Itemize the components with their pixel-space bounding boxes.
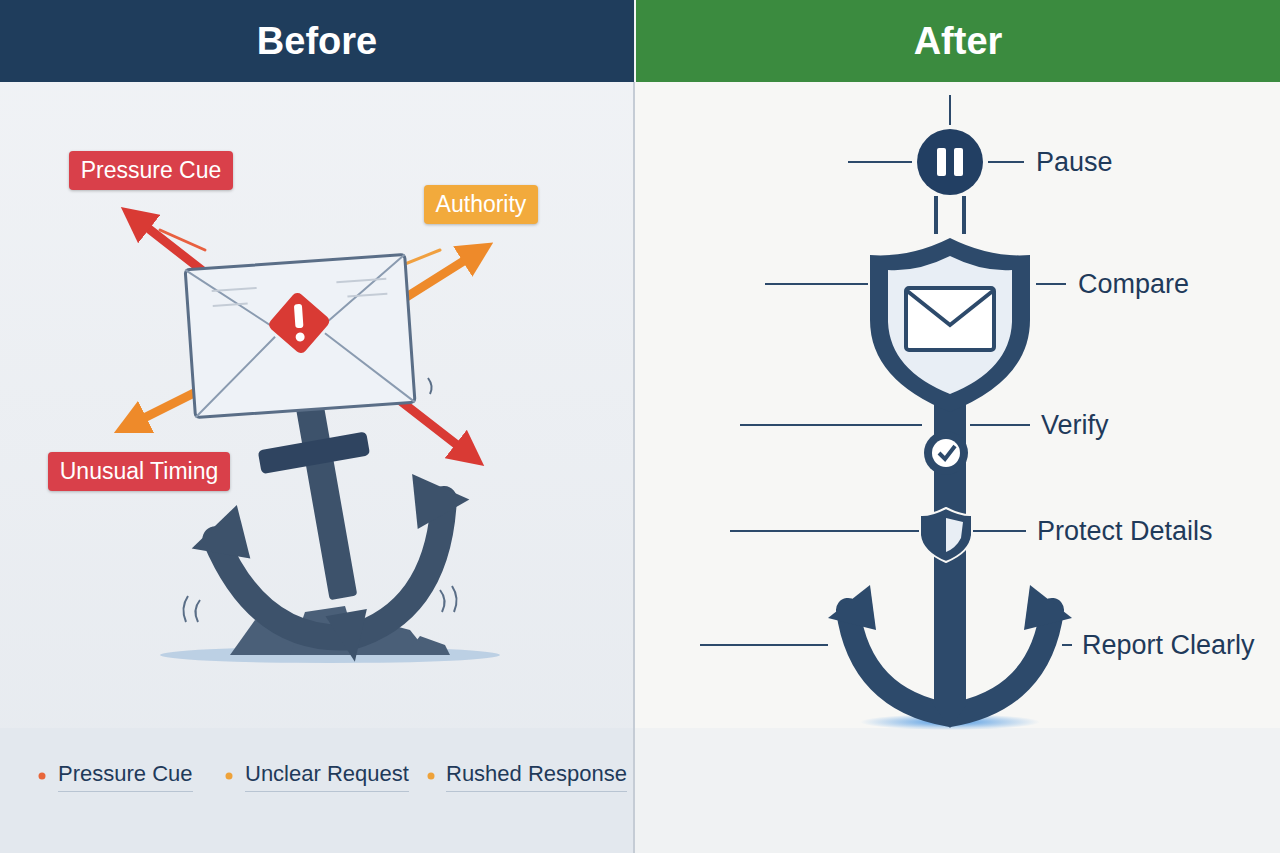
illustration-part (888, 256, 1012, 394)
illustration-part (186, 504, 251, 568)
illustration-part (185, 255, 415, 418)
illustration-part (294, 304, 304, 328)
illustration-part (906, 288, 994, 350)
cue-label: Pressure Cue (81, 157, 222, 183)
illustration-part (954, 148, 963, 176)
illustration-part (212, 288, 257, 291)
illustration-part (267, 291, 332, 356)
illustration-part (336, 279, 386, 282)
illustration-part (258, 431, 370, 474)
illustration-part (1062, 644, 1072, 646)
cue-label: Authority (436, 191, 527, 217)
bullet-dot (226, 773, 233, 780)
illustration-part (195, 600, 200, 622)
step-label: Protect Details (1037, 516, 1213, 547)
cue-tag: Authority (424, 185, 539, 224)
pressure-arrows (130, 218, 478, 455)
illustration-part (408, 465, 473, 529)
illustration-part (295, 332, 305, 342)
illustration-part (765, 283, 868, 285)
illustration-part (440, 590, 445, 612)
after-panel (635, 0, 1280, 853)
illustration-part (213, 304, 248, 306)
illustration-part (930, 700, 970, 728)
bottom-note: Unclear Request (245, 761, 409, 792)
alert-envelope (185, 255, 415, 418)
step-label: Report Clearly (1082, 630, 1255, 661)
illustration-part (939, 446, 955, 459)
illustration-part (870, 238, 1030, 412)
leader-lines (700, 95, 1072, 645)
illustration-part (428, 378, 432, 394)
illustration-part (962, 196, 966, 234)
step-label: Pause (1036, 147, 1113, 178)
step-label: Verify (1041, 410, 1109, 441)
header-title: Before (257, 20, 377, 63)
illustration-part (828, 585, 876, 630)
header-band: After (636, 0, 1280, 82)
illustration-part (970, 530, 1026, 532)
illustration-part (740, 424, 922, 426)
bottom-band (0, 728, 635, 853)
illustration-part (949, 95, 951, 125)
illustration-part (932, 439, 960, 467)
illustration-part (917, 129, 983, 195)
step-label: Compare (1078, 269, 1189, 300)
illustration-part (325, 609, 375, 666)
before-panel (0, 0, 635, 853)
bottom-note: Pressure Cue (58, 761, 193, 792)
illustration-part (730, 530, 920, 532)
illustration-part (848, 610, 1052, 715)
illustration-part (906, 290, 994, 325)
cue-tag: Pressure Cue (69, 151, 234, 190)
bullet-dot (39, 773, 46, 780)
bullet-dot (428, 773, 435, 780)
illustration-part (1024, 585, 1072, 630)
cue-tag: Unusual Timing (48, 452, 231, 491)
illustration-part (946, 518, 963, 552)
illustration-part (937, 148, 946, 176)
header-title: After (914, 20, 1003, 63)
illustration-part (183, 596, 188, 622)
illustration-part (347, 294, 387, 297)
illustration-part (700, 644, 828, 646)
illustration-part (848, 161, 912, 163)
header-band: Before (0, 0, 634, 82)
illustration-part (160, 230, 205, 250)
bottom-note: Rushed Response (446, 761, 627, 792)
illustration-part (1036, 283, 1066, 285)
illustration-part (452, 586, 457, 612)
divider (633, 82, 635, 853)
illustration-part (934, 196, 938, 234)
cue-label: Unusual Timing (60, 458, 219, 484)
illustration-part (924, 431, 968, 475)
anchor-steady (828, 129, 1072, 728)
illustration-part (405, 636, 450, 655)
illustration-part (988, 161, 1024, 163)
illustration-part (970, 424, 1030, 426)
bottom-band (635, 728, 1280, 853)
illustration-part (920, 508, 972, 562)
